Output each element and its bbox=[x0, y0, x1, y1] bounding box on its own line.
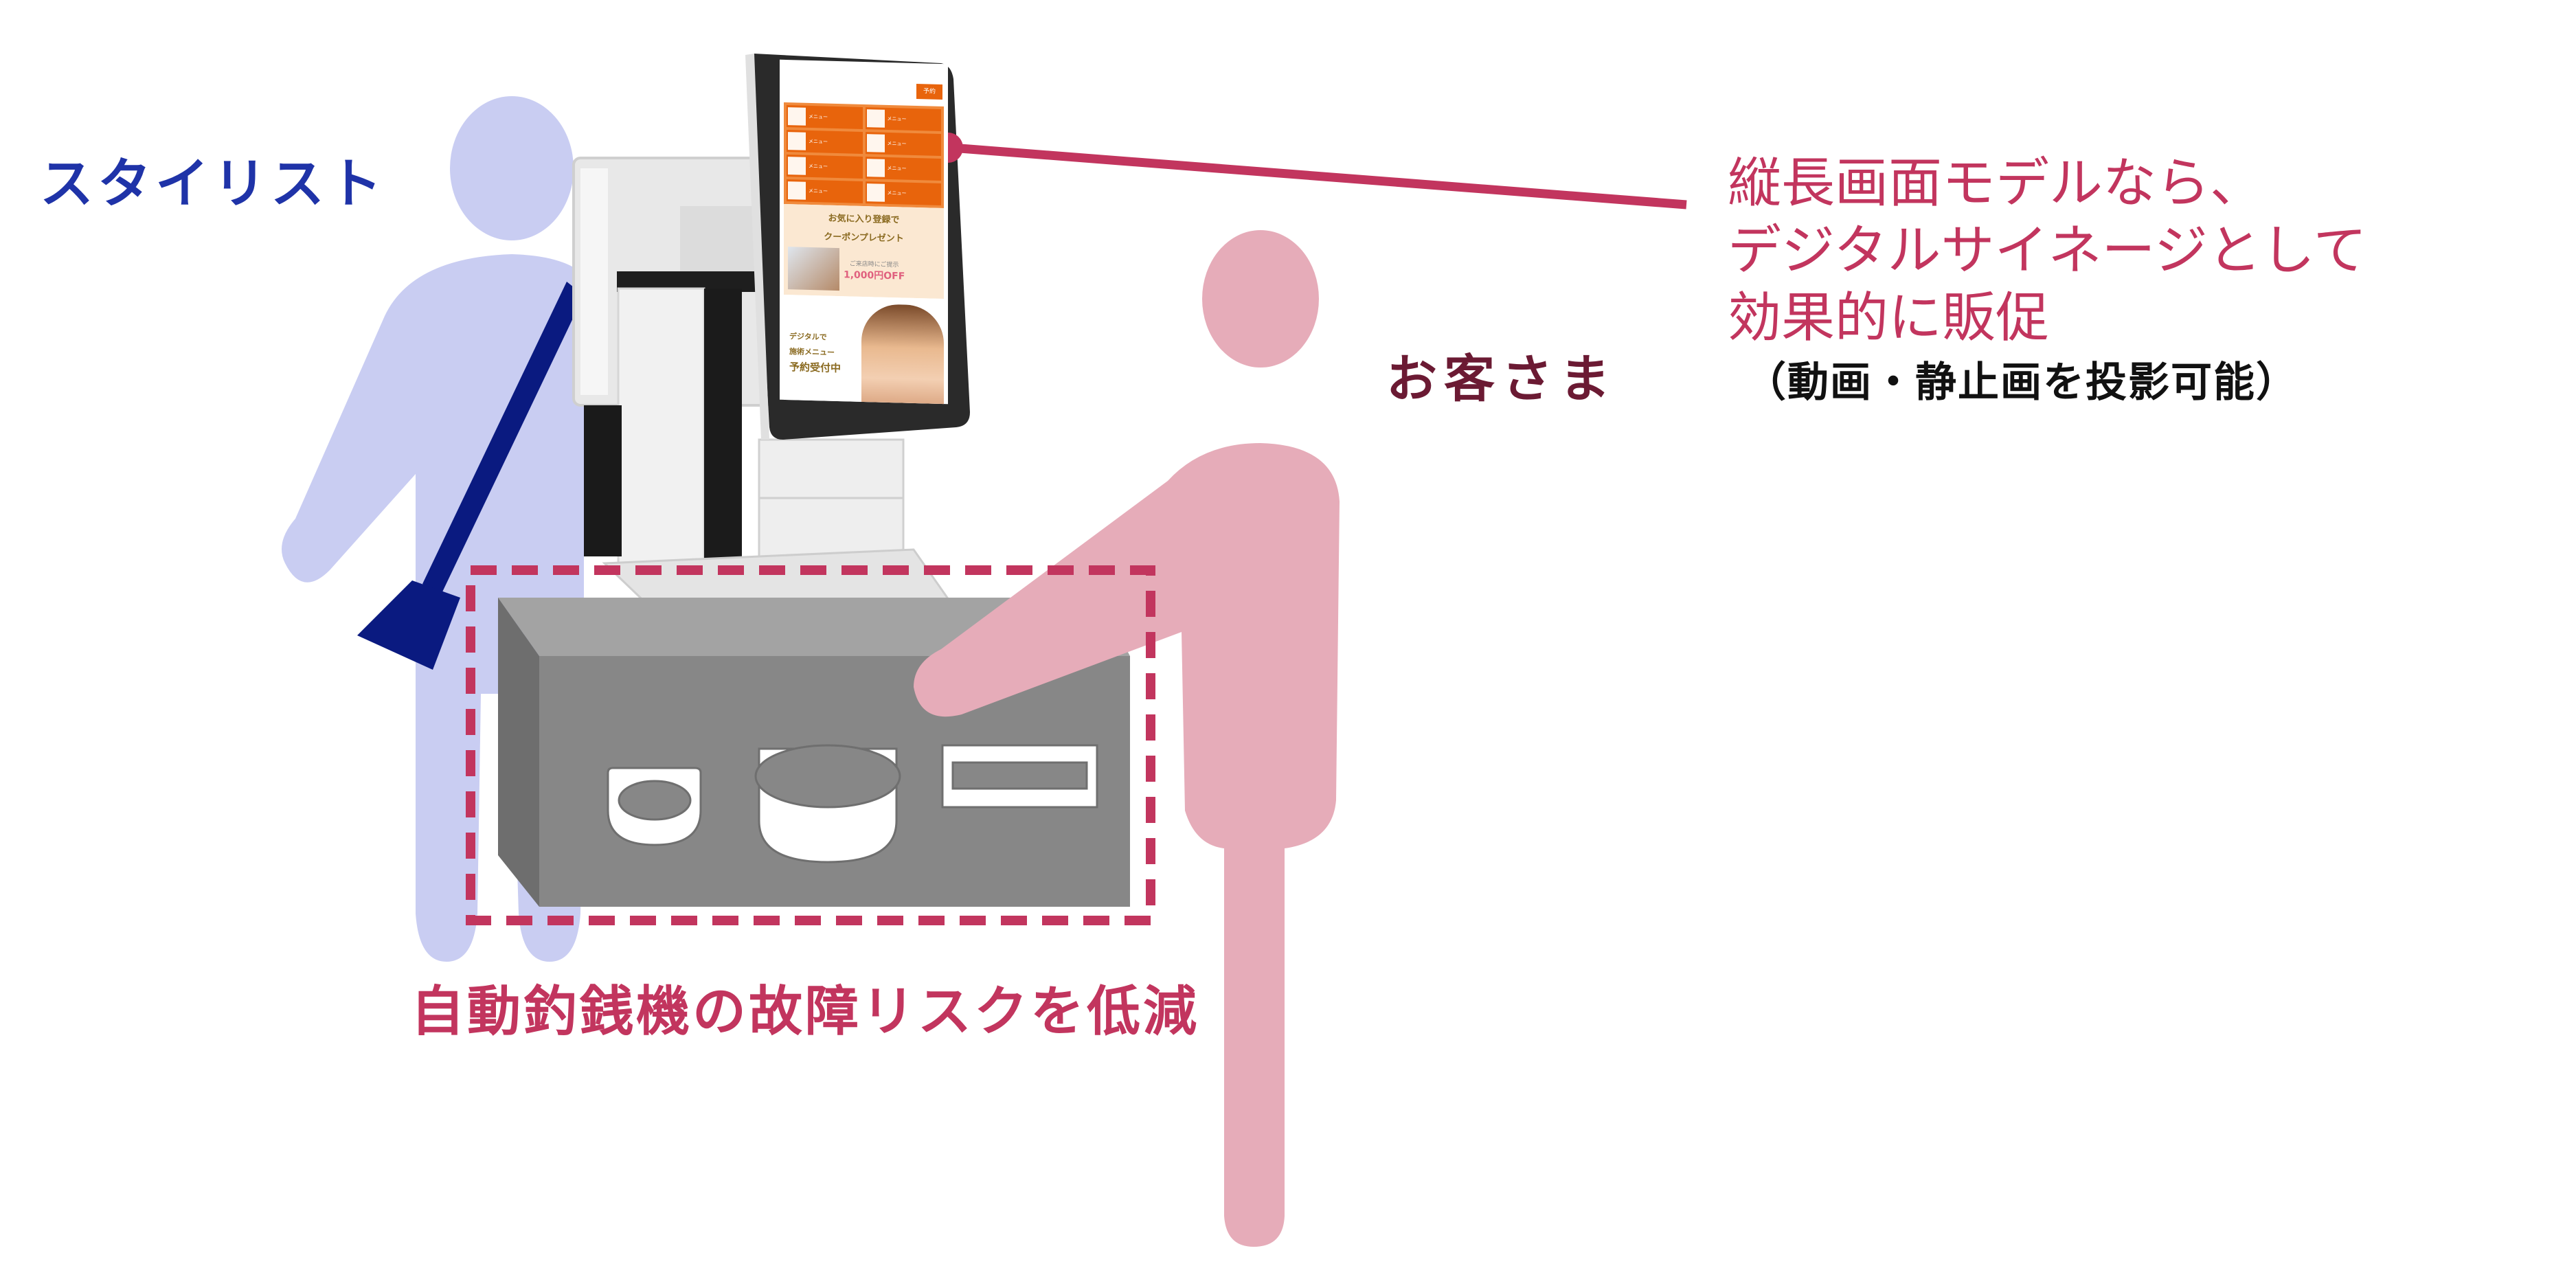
reserve-button[interactable]: 予約 bbox=[916, 84, 942, 100]
changer-highlight-box bbox=[466, 565, 1155, 925]
menu-tile-grid: メニュー メニュー メニュー メニュー メニュー メニュー メニュー メニュー bbox=[784, 102, 944, 209]
menu-thumbnail-icon bbox=[866, 159, 885, 177]
menu-tile[interactable]: メニュー bbox=[787, 155, 863, 179]
menu-thumbnail-icon bbox=[788, 132, 806, 150]
menu-thumbnail-icon bbox=[788, 107, 806, 126]
auto-change-machine bbox=[498, 598, 1130, 907]
changer-caption: 自動釣銭機の故障リスクを低減 bbox=[411, 981, 1200, 1043]
menu-tile[interactable]: メニュー bbox=[787, 130, 863, 154]
promo-banner[interactable]: デジタルで 施術メニュー 予約受付中 bbox=[784, 294, 944, 405]
menu-tile[interactable]: メニュー bbox=[865, 181, 941, 205]
menu-thumbnail-icon bbox=[788, 157, 806, 175]
menu-tile[interactable]: メニュー bbox=[865, 157, 941, 181]
callout-line: デジタルサイネージとして bbox=[1728, 220, 2367, 282]
menu-tile[interactable]: メニュー bbox=[865, 132, 941, 156]
kiosk-signage-screen: 予約 メニュー メニュー メニュー メニュー メニュー メニュー メニュー メニ… bbox=[780, 59, 948, 405]
menu-tile[interactable]: メニュー bbox=[787, 179, 863, 203]
callout-pointer bbox=[933, 133, 1687, 210]
promo-model-photo bbox=[861, 303, 944, 405]
menu-thumbnail-icon bbox=[866, 134, 885, 152]
menu-tile[interactable]: メニュー bbox=[865, 107, 941, 131]
stylist-bag bbox=[357, 282, 584, 670]
callout-note: （動画・静止画を投影可能） bbox=[1745, 359, 2298, 407]
signage-callout: 縦長画面モデルなら、 デジタルサイネージとして 効果的に販促 bbox=[1728, 150, 2367, 352]
menu-thumbnail-icon bbox=[866, 183, 885, 202]
callout-line: 効果的に販促 bbox=[1728, 287, 2050, 349]
menu-tile[interactable]: メニュー bbox=[787, 105, 863, 129]
stylist-label: スタイリスト bbox=[40, 153, 387, 215]
screen-header: 予約 bbox=[780, 60, 948, 106]
menu-thumbnail-icon bbox=[788, 181, 806, 200]
coupon-photo bbox=[788, 247, 839, 291]
coupon-banner[interactable]: お気に入り登録で クーポンプレゼント ご来店時にご提示 1,000円OFF bbox=[784, 203, 944, 300]
callout-line: 縦長画面モデルなら、 bbox=[1728, 152, 2264, 214]
menu-thumbnail-icon bbox=[866, 109, 885, 128]
customer-label: お客さま bbox=[1386, 350, 1617, 409]
customer-figure bbox=[914, 230, 1340, 1247]
